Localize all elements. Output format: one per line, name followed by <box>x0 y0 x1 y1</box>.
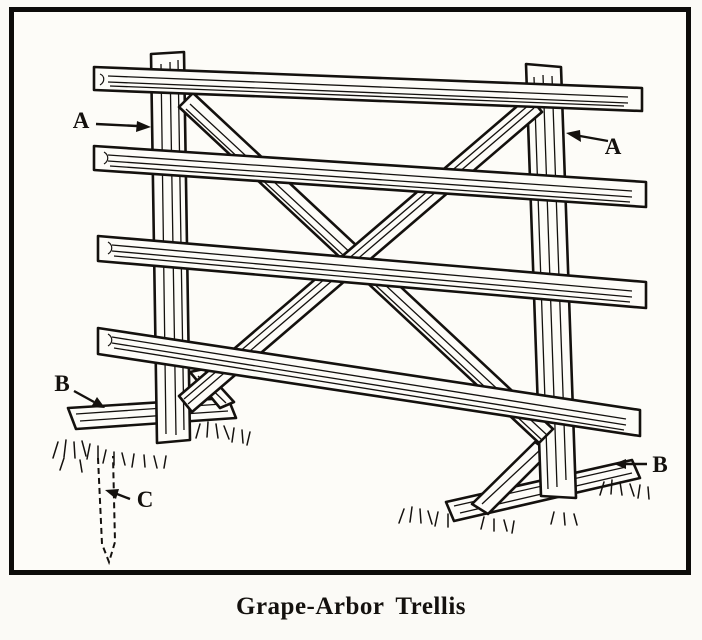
rail-3 <box>96 234 648 310</box>
grass <box>52 421 650 534</box>
rail-4 <box>96 326 642 438</box>
callout-arrows <box>73 121 647 501</box>
label-a-left: A <box>73 108 90 133</box>
buried-stake <box>97 455 117 566</box>
trellis-illustration: A A B B C <box>52 50 668 566</box>
label-a-right: A <box>605 134 622 159</box>
rail-2 <box>92 144 648 209</box>
illustration-frame: A A B B C <box>9 7 691 575</box>
label-c: C <box>137 487 154 512</box>
right-base <box>444 440 642 523</box>
label-b-left: B <box>54 371 69 396</box>
figure-caption: Grape-Arbor Trellis <box>236 593 466 620</box>
rail-1 <box>92 65 644 113</box>
label-b-right: B <box>652 452 667 477</box>
